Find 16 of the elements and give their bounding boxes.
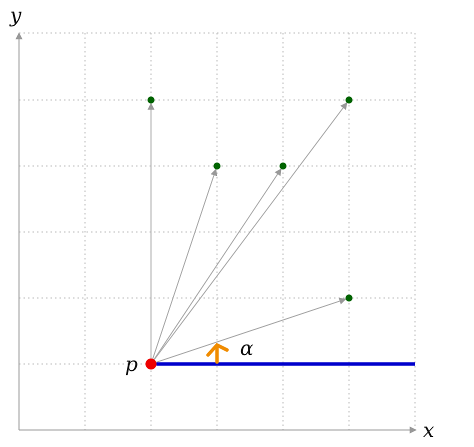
arrow	[152, 168, 218, 360]
point-dot	[148, 96, 154, 104]
arrow	[154, 168, 282, 360]
point-dot	[280, 162, 286, 170]
axis-label: y	[10, 3, 22, 27]
point-dot	[346, 96, 352, 104]
angle-label: α	[240, 336, 254, 360]
point-dot	[214, 162, 220, 170]
arrow	[156, 298, 346, 363]
axis-label: x	[423, 418, 434, 442]
ray	[156, 362, 415, 366]
point-dot	[346, 294, 352, 302]
point-label: p	[125, 352, 138, 376]
point-dot	[146, 358, 156, 370]
arrow	[148, 102, 154, 359]
arrow	[154, 102, 348, 360]
